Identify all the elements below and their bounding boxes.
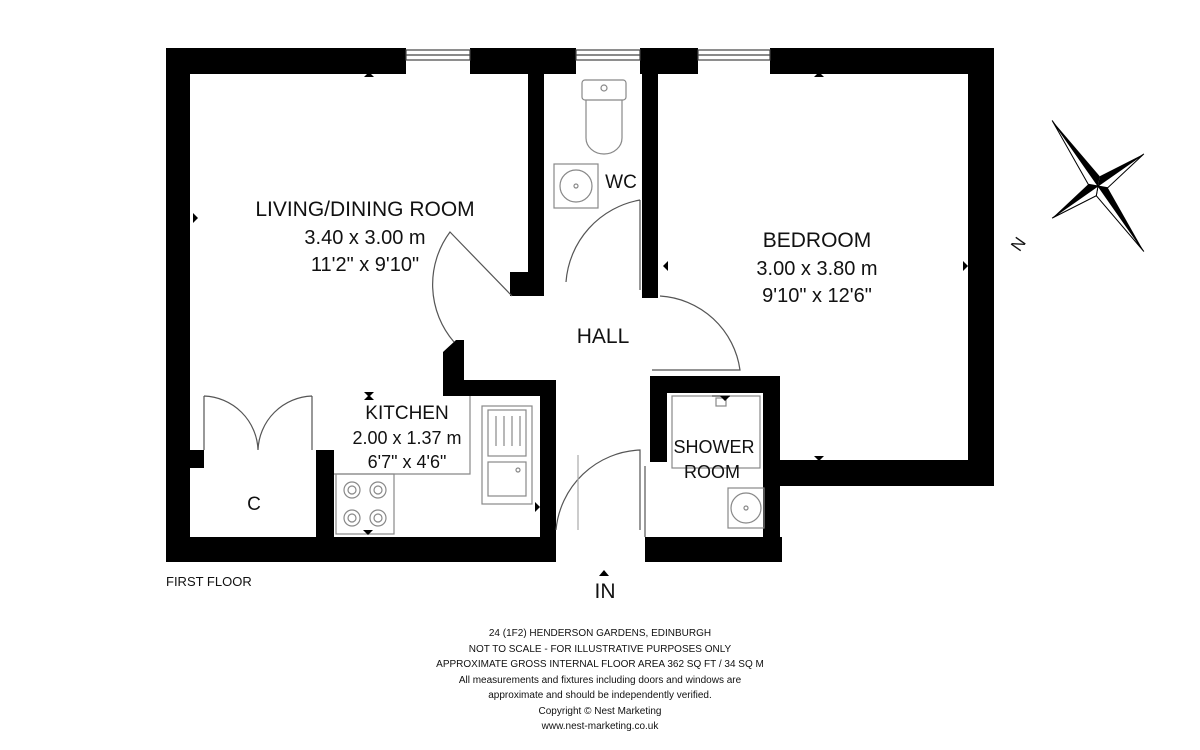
room-bedroom-metric: 3.00 x 3.80 m	[756, 258, 877, 280]
room-living-name: LIVING/DINING ROOM	[255, 198, 474, 221]
room-kitchen-imperial: 6'7" x 4'6"	[368, 452, 447, 472]
kitchen-counter	[334, 396, 471, 475]
room-living-imperial: 11'2" x 9'10"	[311, 254, 419, 276]
footer-notes: 24 (1F2) HENDERSON GARDENS, EDINBURGH NO…	[0, 626, 1200, 735]
door-wc	[565, 199, 641, 290]
fixtures	[334, 79, 765, 535]
room-bedroom-imperial: 9'10" x 12'6"	[762, 285, 872, 307]
footer-floor-area: APPROXIMATE GROSS INTERNAL FLOOR AREA 36…	[436, 659, 764, 670]
shower-icon	[671, 395, 761, 469]
room-shower-name-line1: SHOWER	[674, 437, 755, 457]
room-hall-name: HALL	[577, 325, 630, 348]
shower-basin-icon	[727, 487, 765, 529]
windows	[405, 49, 771, 61]
toilet-icon	[581, 79, 627, 155]
entrance-label: IN	[595, 580, 616, 603]
room-bedroom-name: BEDROOM	[763, 229, 872, 252]
room-living-metric: 3.40 x 3.00 m	[304, 227, 425, 249]
floor-plan: N LIVING/DINING ROOM 3.40 x 3.00 m 11'2"…	[166, 48, 1145, 603]
door-bedroom	[652, 295, 741, 371]
footer-copyright: Copyright © Nest Marketing	[538, 705, 662, 717]
entrance-arrow-icon	[599, 570, 609, 576]
room-kitchen-metric: 2.00 x 1.37 m	[352, 428, 461, 448]
wc-basin-icon	[553, 163, 599, 209]
hob-icon	[335, 473, 395, 535]
doors	[203, 199, 741, 537]
floor-label: FIRST FLOOR	[166, 574, 252, 589]
room-cupboard-name: C	[247, 494, 261, 515]
footer-disclaimer-2: approximate and should be independently …	[488, 690, 712, 701]
door-entrance	[555, 449, 641, 531]
door-cupboard	[203, 395, 313, 451]
sink-icon	[481, 405, 533, 505]
compass-north-label: N	[1007, 234, 1030, 255]
room-living-label: LIVING/DINING ROOM 3.40 x 3.00 m 11'2" x…	[255, 198, 474, 276]
footer-address: 24 (1F2) HENDERSON GARDENS, EDINBURGH	[488, 628, 712, 639]
room-bedroom-label: BEDROOM 3.00 x 3.80 m 9'10" x 12'6"	[756, 229, 877, 307]
room-wc-name: WC	[605, 172, 637, 193]
room-kitchen-name: KITCHEN	[365, 403, 448, 424]
footer-disclaimer-1: All measurements and fixtures including …	[458, 674, 742, 686]
footer-scale-note: NOT TO SCALE - FOR ILLUSTRATIVE PURPOSES…	[468, 643, 732, 655]
compass-icon	[1051, 120, 1145, 252]
room-shower-name-line2: ROOM	[684, 462, 740, 482]
room-kitchen-label: KITCHEN 2.00 x 1.37 m 6'7" x 4'6"	[352, 403, 461, 472]
footer-website: www.nest-marketing.co.uk	[541, 721, 659, 732]
door-living	[432, 231, 513, 343]
dimension-markers	[193, 72, 968, 535]
walls	[166, 48, 994, 562]
